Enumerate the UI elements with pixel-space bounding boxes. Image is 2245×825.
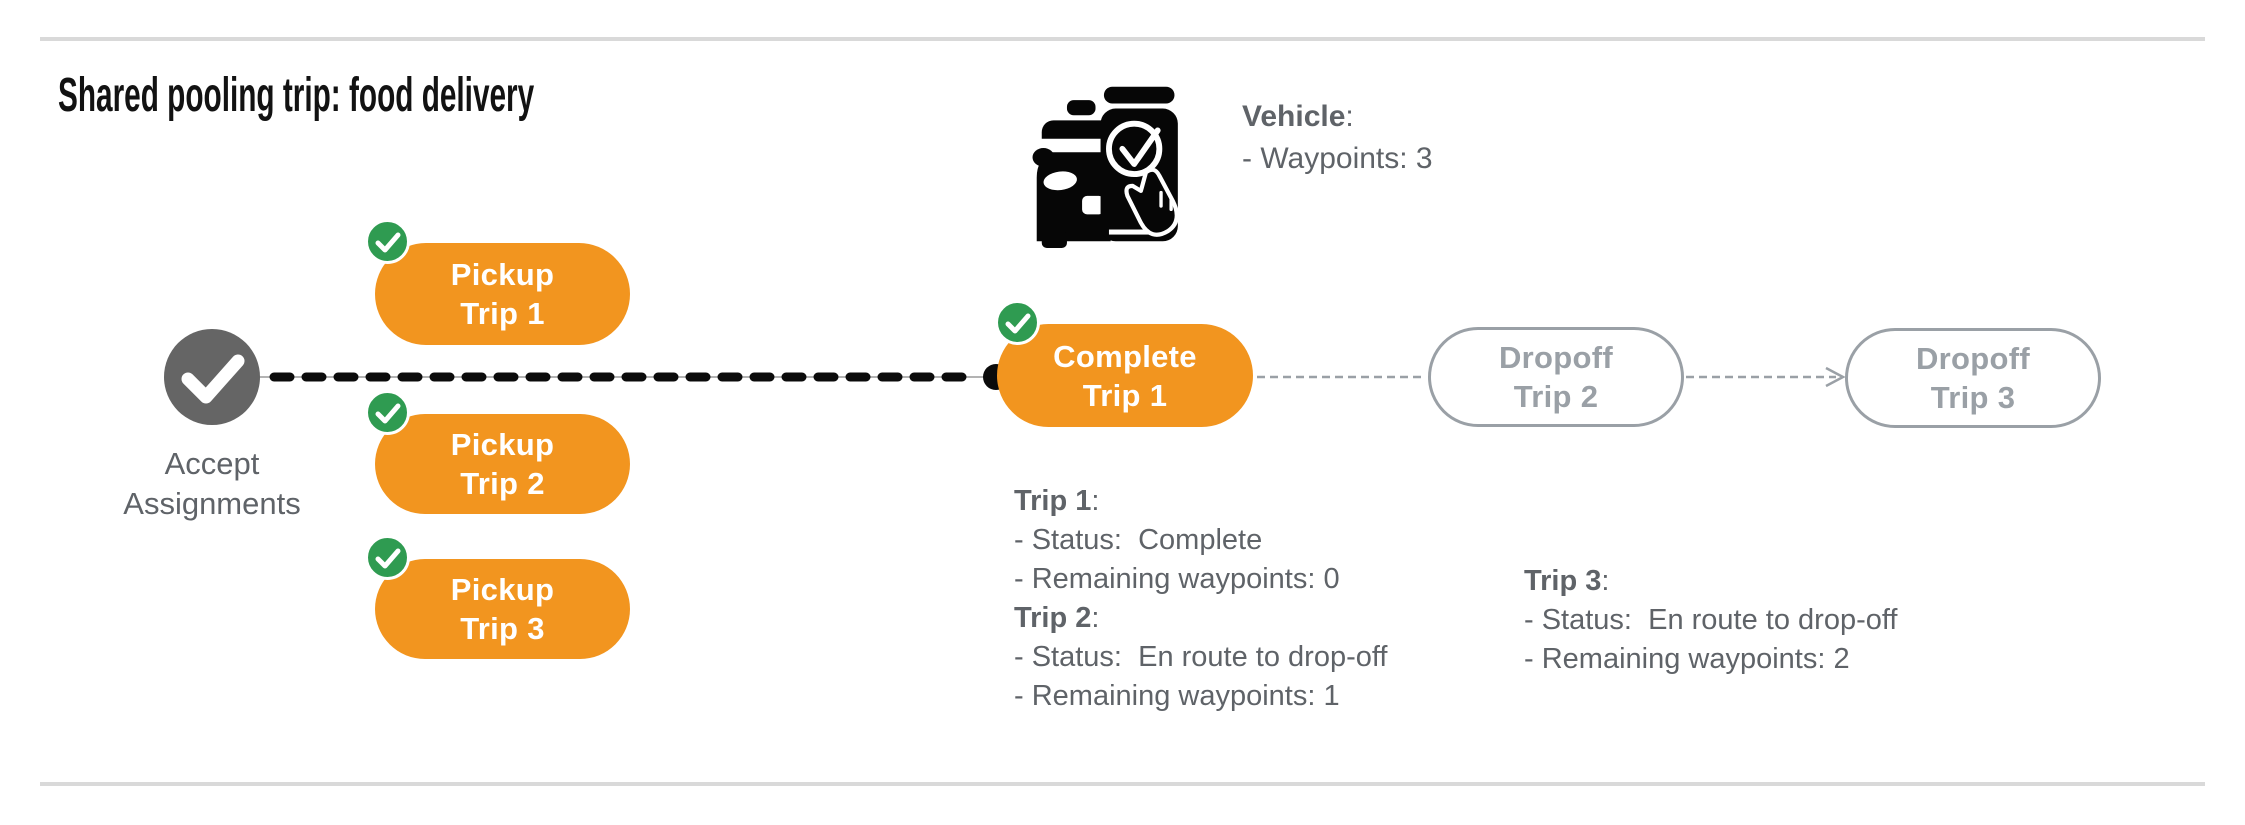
pill-label-line: Trip 3 [1930,380,2016,415]
check-badge-icon [995,300,1040,345]
pill-label-line: Trip 1 [1082,377,1168,413]
trip-status-entry: Trip 3: - Status: En route to drop-off -… [1524,562,1897,679]
checkmark-icon [181,354,245,404]
node-complete-trip-1: Complete Trip 1 [995,300,1253,427]
bottom-divider [40,782,2205,786]
vehicle-waypoints: - Waypoints: 3 [1242,142,1433,175]
top-divider [40,37,2205,41]
accept-assignments-label: Accept Assignments [82,444,342,524]
trip-status-line: - Status: Complete [1014,524,1263,556]
check-badge-icon [365,535,410,580]
trip-heading: Trip 1: [1014,485,1100,517]
node-pickup-trip-3: Pickup Trip 3 [365,535,630,659]
trip-waypoints-line: - Remaining waypoints: 2 [1524,643,1850,675]
node-dropoff-trip-2: Dropoff Trip 2 [1428,327,1684,427]
pill-label-line: Dropoff [1498,340,1613,375]
pill-label-line: Trip 3 [460,611,545,646]
check-badge-icon [365,390,410,435]
vehicle-label: Vehicle: [1242,100,1354,133]
pill-label-line: Pickup [450,257,555,292]
node-pickup-trip-1: Pickup Trip 1 [365,219,630,345]
trip-waypoints-line: - Remaining waypoints: 0 [1014,563,1340,595]
status-block-trip-3: Trip 3: - Status: En route to drop-off -… [1524,562,1897,679]
trip-status-entry: Trip 1: - Status: Complete - Remaining w… [1014,482,1387,599]
node-pickup-trip-2: Pickup Trip 2 [365,390,630,514]
accept-label-line1: Accept [164,446,260,481]
trip-heading: Trip 3: [1524,565,1610,597]
car-phone-check-icon [1032,86,1179,248]
pill-label-line: Pickup [450,427,555,462]
node-accept-assignments [164,329,260,425]
pill-label-line: Complete [1053,338,1197,374]
pill-label-line: Dropoff [1915,341,2030,376]
page-title: Shared pooling trip: food delivery [58,69,535,122]
pill-label-line: Trip 2 [1513,379,1599,414]
node-dropoff-trip-3: Dropoff Trip 3 [1845,328,2101,428]
arrowhead-icon [1825,366,1846,388]
trip-heading: Trip 2: [1014,602,1100,634]
check-badge-icon [365,219,410,264]
trip-waypoints-line: - Remaining waypoints: 1 [1014,680,1340,712]
trip-status-line: - Status: En route to drop-off [1014,641,1388,673]
pill-label-line: Trip 2 [460,466,545,501]
accept-label-line2: Assignments [123,486,301,521]
trip-status-entry: Trip 2: - Status: En route to drop-off -… [1014,599,1387,716]
pill-label-line: Trip 1 [460,296,545,331]
vehicle-info: Vehicle: - Waypoints: 3 [1242,96,1433,180]
status-block-trips-1-2: Trip 1: - Status: Complete - Remaining w… [1014,482,1387,716]
trip-status-line: - Status: En route to drop-off [1524,604,1898,636]
pill-label-line: Pickup [450,572,555,607]
